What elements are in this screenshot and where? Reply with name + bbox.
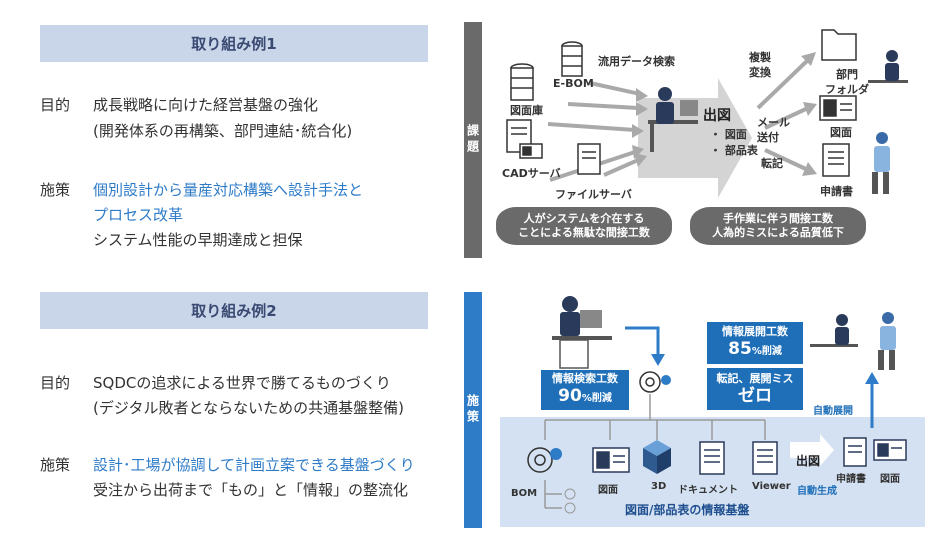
example2-measure-line2: 受注から出荷まで「もの」と「情報」の整流化 (93, 481, 409, 499)
error-zero-value: ゼロ (738, 386, 772, 406)
example1-header: 取り組み例1 (40, 25, 428, 62)
output-application-label: 申請書 (836, 474, 866, 485)
mail-send-label: メール 送付 (757, 116, 790, 144)
transcribe-label: 転記 (761, 157, 783, 170)
issue-application-label: 申請書 (820, 185, 853, 198)
deploy-reduction-unit: %削減 (751, 345, 782, 357)
search-reduction-title: 情報検索工数 (552, 371, 618, 385)
cad-server-label: CADサーバ (502, 167, 561, 180)
example2-measure-label: 施策 (40, 456, 71, 474)
output-arrows (756, 58, 810, 172)
measures-side-label: 施策 (464, 292, 482, 528)
search-reduction-unit: %削減 (581, 392, 612, 404)
example1-measure-line2: プロセス改革 (93, 206, 184, 224)
example2-measure-line1: 設計･工場が協調して計画立案できる基盤づくり (93, 456, 415, 474)
drawing-doc-icon (819, 95, 857, 121)
output-drawing-label: 図面 (880, 474, 900, 485)
output-item-parts: ・ 部品表 (710, 144, 758, 157)
worker-icon (868, 50, 908, 83)
auto-generate-label: 自動生成 (797, 486, 837, 497)
application-doc-icon (822, 143, 850, 177)
viewer-label: Viewer (752, 481, 791, 492)
issue-pill-manual-error: 手作業に伴う間接工数 人為的ミスによる品質低下 (690, 207, 866, 245)
example1-purpose-line1: 成長戦略に向けた経営基盤の強化 (93, 96, 319, 114)
platform-title: 図面/部品表の情報基盤 (625, 503, 750, 517)
engineer-icon (552, 296, 612, 369)
example1-measure-line3: システム性能の早期達成と担保 (93, 231, 303, 249)
meeting-people-icon (810, 312, 896, 370)
output-title: 出図 (703, 108, 731, 124)
viewer-icon (752, 441, 778, 475)
error-zero-title: 転記、展開ミス (716, 372, 794, 385)
issue-pill-indirect-work: 人がシステムを介在する ことによる無駄な間接工数 (496, 207, 672, 245)
person-at-desk-icon (648, 87, 698, 152)
bom-gear-icon (527, 447, 553, 473)
error-zero-box: 転記、展開ミス ゼロ (707, 368, 803, 410)
file-server-label: ファイルサーバ (555, 188, 632, 201)
deploy-reduction-title: 情報展開工数 (722, 324, 788, 338)
example2-purpose-line1: SQDCの追求による世界で勝てるものづくり (93, 374, 391, 392)
example1-measure-label: 施策 (40, 181, 71, 199)
output-application-icon (843, 437, 867, 467)
drawing-db-label: 図面庫 (510, 104, 543, 117)
ebom-label: E-BOM (553, 77, 594, 90)
issues-diagram (506, 29, 908, 198)
inspector-icon (872, 132, 890, 194)
bom-label: BOM (511, 488, 538, 499)
output-arrow (790, 434, 834, 466)
platform-drawing-label: 図面 (598, 485, 618, 496)
search-reduction-box: 情報検索工数 90%削減 (541, 370, 629, 410)
search-reduction-value: 90 (558, 385, 582, 406)
example1-measure-line1: 個別設計から量産対応構築へ設計手法と (93, 181, 364, 199)
deploy-reduction-box: 情報展開工数 85%削減 (707, 322, 803, 364)
issues-side-label: 課題 (464, 22, 482, 258)
example2-purpose-line2: (デジタル敗者とならないための共通基盤整備) (93, 399, 404, 417)
cube-icon (643, 440, 671, 474)
gear-icon (639, 371, 661, 393)
three-d-label: 3D (651, 481, 667, 492)
auto-deploy-label: 自動展開 (813, 406, 853, 417)
example2-purpose-label: 目的 (40, 374, 71, 392)
input-arrowheads (632, 88, 648, 167)
cad-server-icon (506, 119, 543, 159)
sub-gear-icon (564, 502, 576, 514)
small-gear-icon (661, 375, 671, 385)
platform-output-label: 出図 (796, 454, 821, 468)
output-drawing-icon (873, 439, 907, 461)
platform-tree-lines (544, 394, 766, 509)
dept-folder-label: 部門 フォルダ (825, 68, 869, 96)
measures-diagram (527, 296, 907, 514)
copy-convert-label: 複製 変換 (749, 51, 771, 79)
file-server-icon (577, 143, 601, 175)
platform-drawing-icon (592, 447, 630, 473)
example1-purpose-line2: (開発体系の再構築、部門連結･統合化) (93, 122, 353, 140)
example1-purpose-label: 目的 (40, 96, 71, 114)
sub-gear-icon (564, 488, 576, 500)
issue-drawing-label: 図面 (830, 126, 852, 139)
search-label: 流用データ検索 (598, 55, 675, 68)
output-item-drawing: ・ 図面 (710, 128, 747, 141)
example2-header: 取り組み例2 (40, 292, 428, 329)
ebom-server-icon (561, 41, 583, 77)
folder-icon (821, 29, 857, 61)
drawing-db-icon (510, 63, 534, 101)
document-icon (699, 441, 725, 475)
deploy-reduction-value: 85 (728, 338, 752, 359)
document-label: ドキュメント (678, 485, 738, 496)
